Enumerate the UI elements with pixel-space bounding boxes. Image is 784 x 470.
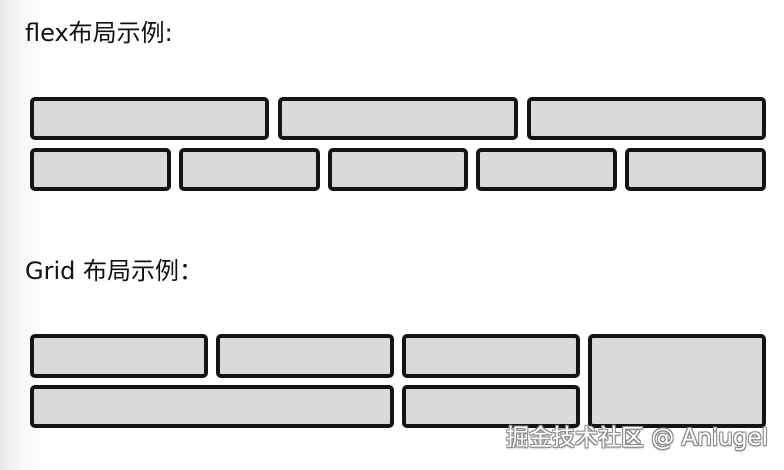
grid-item (216, 334, 394, 378)
flex-row-2 (30, 148, 766, 191)
flex-item (278, 97, 518, 140)
flex-item (526, 97, 766, 140)
grid-layout-example (30, 334, 766, 428)
grid-item-tall (588, 334, 766, 428)
watermark: 掘金技术社区 @ Aniugel (505, 425, 768, 451)
grid-item-wide (30, 384, 394, 428)
grid-heading: Grid 布局示例： (25, 257, 203, 285)
grid-item (30, 334, 208, 378)
flex-item (327, 148, 469, 191)
flex-layout-example (30, 97, 766, 191)
flex-item (30, 148, 171, 191)
flex-item (30, 97, 270, 140)
flex-item (625, 148, 766, 191)
flex-row-1 (30, 97, 766, 140)
flex-item (178, 148, 320, 191)
grid-item (402, 334, 580, 378)
flex-item (476, 148, 618, 191)
grid-item (402, 384, 580, 428)
flex-heading: flex布局示例: (25, 19, 173, 47)
